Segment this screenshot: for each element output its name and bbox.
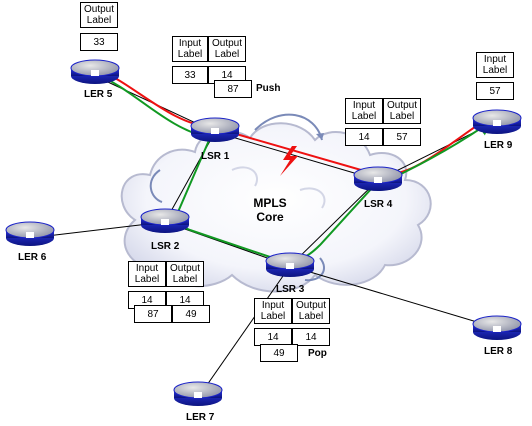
- link-lsr3-lsr4: [289, 179, 379, 267]
- lsr4-input-value: 14: [345, 128, 383, 146]
- node-label-ler6: LER 6: [18, 252, 47, 263]
- cloud-arrow: [254, 113, 323, 141]
- router-lsr3[interactable]: [265, 252, 315, 277]
- lsr3-output-value: 14: [292, 328, 330, 346]
- router-lsr4[interactable]: [353, 166, 403, 191]
- lsr1-input-value: 33: [172, 66, 208, 84]
- node-label-lsr2: LSR 2: [151, 241, 180, 252]
- node-label-lsr4: LSR 4: [364, 199, 393, 210]
- ler9-input-value: 57: [476, 82, 514, 100]
- green-lsp-path: [95, 73, 494, 264]
- router-ler5[interactable]: [70, 59, 120, 84]
- router-ler6[interactable]: [5, 221, 55, 246]
- router-ler7[interactable]: [173, 381, 223, 406]
- node-label-lsr1: LSR 1: [201, 151, 230, 162]
- cloud-arrow: [316, 133, 324, 140]
- lsr2-input-value-2: 87: [134, 305, 172, 323]
- lsr2-output-value-1: 14: [166, 291, 204, 309]
- lsr2-output-value-2: 49: [172, 305, 210, 323]
- router-lsr1[interactable]: [190, 117, 240, 142]
- cloud-arrow: [149, 169, 163, 203]
- lsr2-input-value-1: 14: [128, 291, 166, 309]
- node-label-lsr3: LSR 3: [276, 284, 305, 295]
- ler5-output-value: 33: [80, 33, 118, 51]
- node-label-ler9: LER 9: [484, 140, 513, 151]
- lsr1-pushed-value: 87: [214, 80, 252, 98]
- node-label-ler7: LER 7: [186, 412, 215, 423]
- link-lsr3-ler7: [199, 265, 291, 396]
- lsr3-popped-value: 49: [260, 344, 298, 362]
- router-ler8[interactable]: [472, 315, 522, 340]
- node-label-ler5: LER 5: [84, 89, 113, 100]
- lsr4-output-value: 57: [383, 128, 421, 146]
- link-lsr3-ler8: [289, 265, 498, 329]
- router-ler9[interactable]: [472, 109, 522, 134]
- router-lsr2[interactable]: [140, 208, 190, 233]
- lsr1-action-tag: Push: [256, 83, 281, 94]
- link-failure-icon: [280, 146, 298, 176]
- lsr3-action-tag: Pop: [308, 348, 327, 359]
- node-label-ler8: LER 8: [484, 346, 513, 357]
- cloud-arrow: [304, 257, 325, 282]
